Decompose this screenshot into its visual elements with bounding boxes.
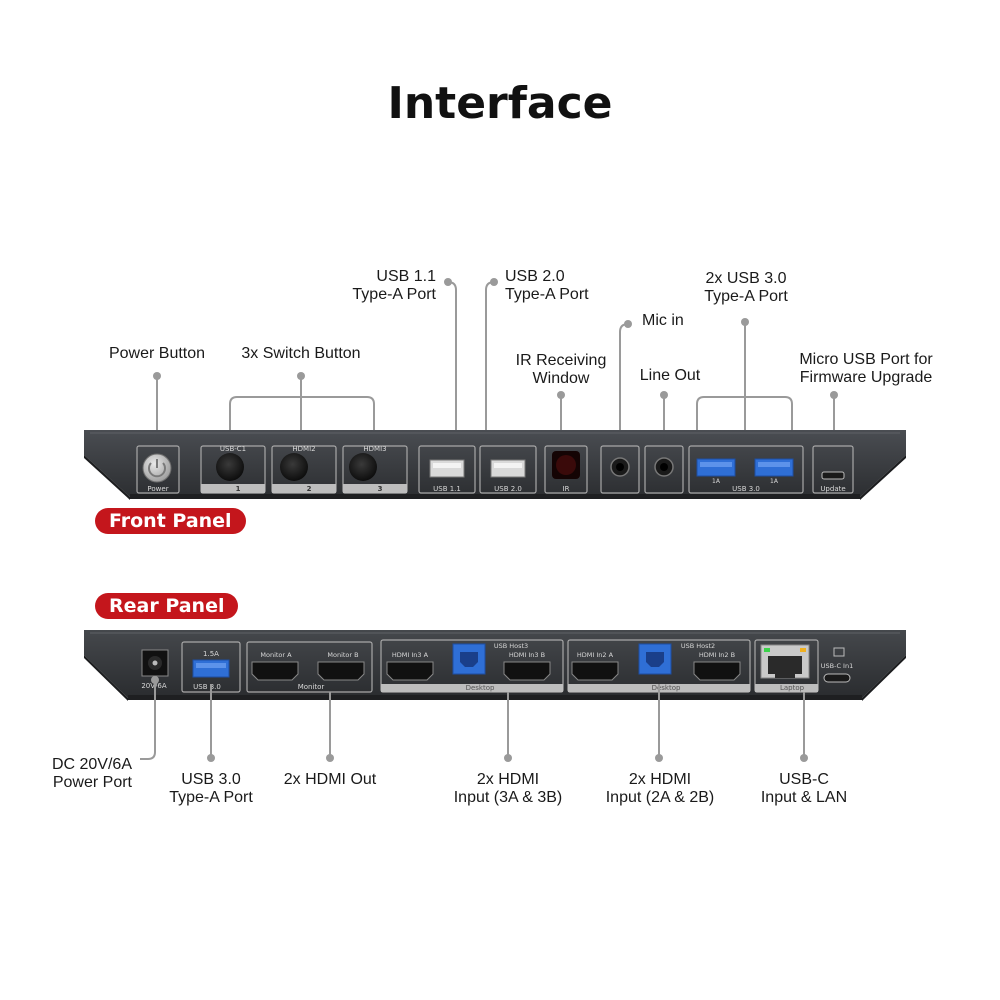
silk-usb-host2: USB Host2 <box>681 642 715 650</box>
label-line-out: Line Out <box>639 367 701 384</box>
silk-hdmi3: HDMI3 <box>363 445 386 453</box>
silk-monitor: Monitor <box>298 683 325 691</box>
silk-num-3: 3 <box>378 485 383 493</box>
label-switch-buttons: 3x Switch Button <box>241 345 361 362</box>
rear-callout-lines <box>140 680 805 760</box>
rear-panel-badge: Rear Panel <box>95 593 239 619</box>
silk-desktop-3: Desktop <box>466 684 495 692</box>
label-usb30: 2x USB 3.0 Type-A Port <box>704 270 788 305</box>
label-usbc-lan: USB-C Input & LAN <box>760 771 848 806</box>
silk-hdmi2: HDMI2 <box>292 445 315 453</box>
silk-hdmi-in2a: HDMI In2 A <box>577 651 614 659</box>
label-usb11: USB 1.1 Type-A Port <box>352 268 436 303</box>
silk-laptop: Laptop <box>780 684 805 692</box>
rear-panel: 20V/6A 1.5A USB 3.0 Monitor A Monitor B … <box>84 630 906 701</box>
label-dc-power: DC 20V/6A Power Port <box>51 756 132 791</box>
front-callout-dots <box>153 278 838 399</box>
power-button-graphic <box>142 453 172 483</box>
silk-hdmi-in3a: HDMI In3 A <box>392 651 429 659</box>
silk-power: Power <box>147 485 168 493</box>
silk-usb30: USB 3.0 <box>732 485 760 493</box>
label-hdmi-in3: 2x HDMI Input (3A & 3B) <box>453 771 563 806</box>
label-micro-usb: Micro USB Port for Firmware Upgrade <box>799 351 933 386</box>
silk-num-2: 2 <box>307 485 312 493</box>
silk-usbc-in1: USB-C In1 <box>821 662 853 670</box>
silk-desktop-2: Desktop <box>652 684 681 692</box>
label-hdmi-out: 2x HDMI Out <box>283 771 377 788</box>
silk-1a-right: 1A <box>770 478 779 485</box>
silk-monitor-b: Monitor B <box>327 651 358 659</box>
label-mic-in: Mic in <box>642 312 684 329</box>
silk-1a-left: 1A <box>712 478 721 485</box>
silk-hdmi-in3b: HDMI In3 B <box>509 651 545 659</box>
front-panel: Power USB-C1 HDMI2 HDMI3 1 2 3 USB 1.1 U… <box>84 430 906 500</box>
silk-num-1: 1 <box>236 485 241 493</box>
silk-hdmi-in2b: HDMI In2 B <box>699 651 735 659</box>
label-hdmi-in2: 2x HDMI Input (2A & 2B) <box>605 771 715 806</box>
front-callout-lines <box>156 281 835 446</box>
silk-usb11: USB 1.1 <box>433 485 461 493</box>
label-ir-window: IR Receiving Window <box>515 352 607 387</box>
silk-1-5a: 1.5A <box>203 650 219 658</box>
label-usb20: USB 2.0 Type-A Port <box>505 268 589 303</box>
silk-usb20: USB 2.0 <box>494 485 522 493</box>
silk-usbc1: USB-C1 <box>220 445 246 453</box>
rear-callout-dots <box>151 676 808 762</box>
page-title: Interface <box>387 78 613 129</box>
front-panel-badge: Front Panel <box>95 508 246 534</box>
label-rear-usb30: USB 3.0 Type-A Port <box>169 771 253 806</box>
silk-ir: IR <box>563 485 570 493</box>
silk-usb-host3: USB Host3 <box>494 642 528 650</box>
label-power-button: Power Button <box>108 345 206 362</box>
silk-monitor-a: Monitor A <box>260 651 292 659</box>
silk-update: Update <box>820 485 845 493</box>
silk-rear-usb30: USB 3.0 <box>193 683 221 691</box>
